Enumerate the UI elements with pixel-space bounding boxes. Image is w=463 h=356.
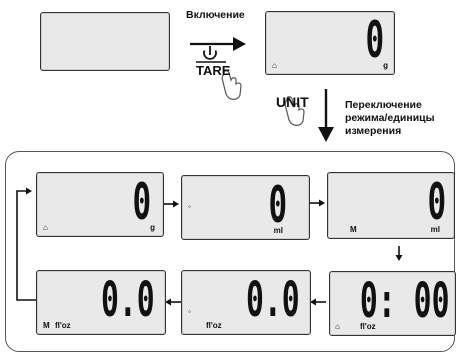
- display-unit: g: [150, 223, 155, 232]
- display-value: 0: [365, 11, 384, 69]
- display-value: 0: [132, 173, 151, 231]
- unit-button-label[interactable]: UNIT: [276, 94, 309, 110]
- power-on-label: Включение: [186, 9, 245, 21]
- power-icon: [203, 46, 217, 60]
- display-value: 0: [268, 176, 287, 234]
- flow-arrows: [16, 187, 403, 306]
- power-on-arrow: [190, 37, 246, 51]
- scale-icon: ⌂: [335, 322, 340, 331]
- display-unit: fl'oz: [360, 322, 376, 331]
- switch-mode-label-2: режима/единицы: [345, 112, 435, 124]
- drop-icon: ◦: [188, 307, 191, 316]
- tare-button-label[interactable]: TARE: [196, 63, 231, 78]
- display-value: 0.0: [246, 272, 300, 328]
- switch-mode-label-3: измерения: [345, 125, 402, 137]
- display-mode: M: [43, 321, 50, 330]
- unit-down-arrow: [318, 89, 334, 142]
- display-milk-ml: 0 ml M: [327, 172, 455, 239]
- mode-cycle-frame: [5, 151, 455, 352]
- display-time: 0: 00 fl'oz ⌂: [329, 271, 456, 336]
- drop-icon: ◦: [188, 202, 191, 211]
- display-unit: fl'oz: [55, 321, 71, 330]
- hand-icon-unit: [284, 96, 305, 126]
- blank-display: [40, 12, 170, 71]
- display-unit: ml: [430, 225, 440, 234]
- display-weight-g: 0 g ⌂: [36, 172, 164, 237]
- display-milk-floz: 0.0 fl'oz M: [36, 270, 166, 335]
- display-mode: M: [350, 225, 357, 234]
- scale-icon: ⌂: [272, 61, 277, 70]
- hand-icon-tare: [221, 70, 242, 100]
- display-unit: ml: [273, 226, 283, 235]
- display-unit: g: [383, 61, 388, 70]
- display-value: 0.0: [101, 272, 155, 328]
- scale-icon: ⌂: [43, 223, 48, 232]
- display-volume-ml: 0 ml ◦: [181, 175, 310, 240]
- display-value: 0: 00: [359, 273, 449, 329]
- display-volume-floz: 0.0 fl'oz ◦: [181, 270, 311, 335]
- display-unit: fl'oz: [206, 321, 222, 330]
- display-power-on: 0 g ⌂: [265, 11, 395, 75]
- switch-mode-label-1: Переключение: [345, 99, 422, 111]
- display-value: 0: [427, 173, 446, 231]
